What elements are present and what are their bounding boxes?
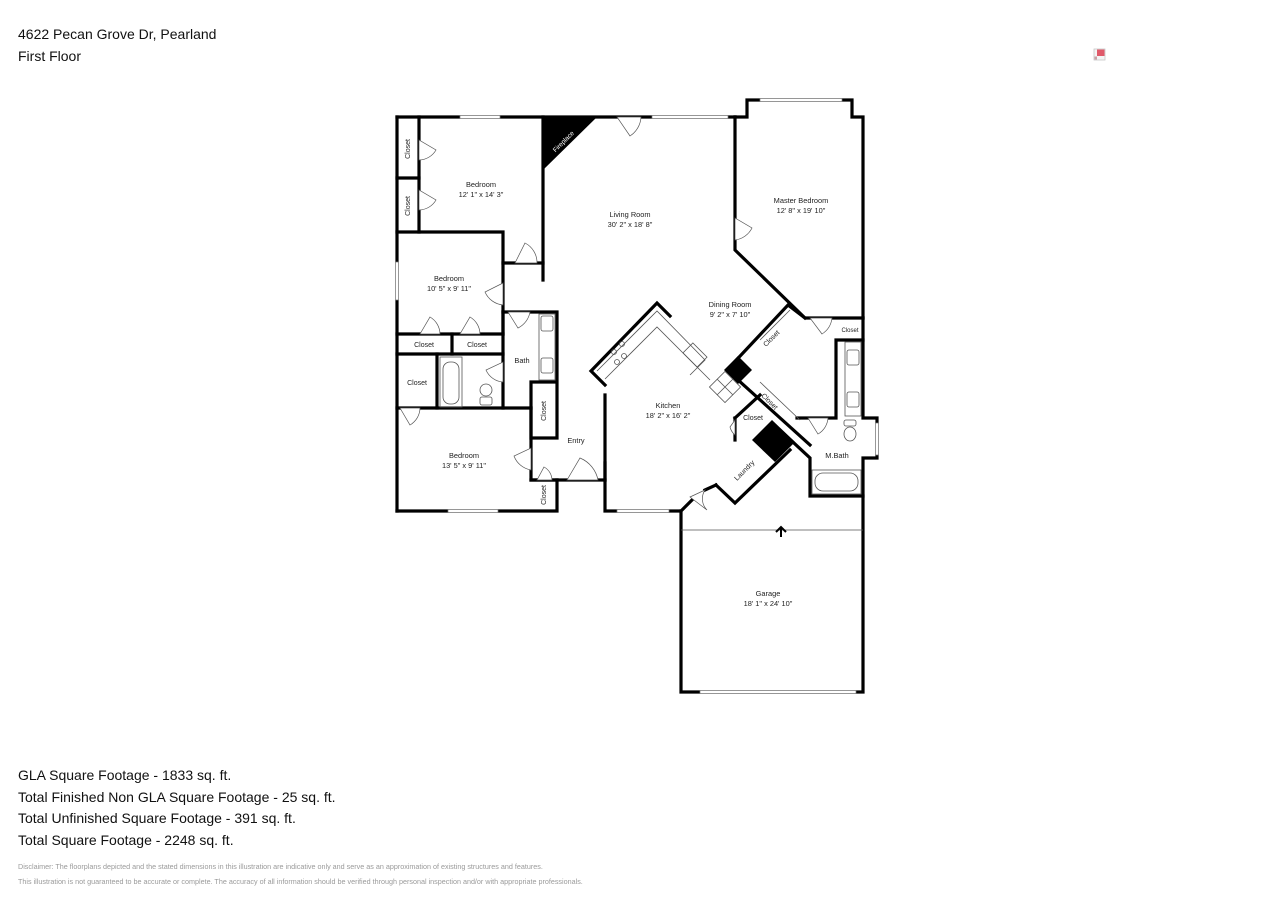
bedroom-w-dims: 10' 5" x 9' 11" [427, 284, 471, 293]
bedroom-sw-dims: 13' 5" x 9' 11" [442, 461, 486, 470]
disclaimer-line-2: This illustration is not guaranteed to b… [18, 877, 583, 886]
closet-label-5: Closet [407, 380, 427, 387]
windows [395, 98, 879, 694]
unfinished-footage: Total Unfinished Square Footage - 391 sq… [18, 810, 296, 827]
total-footage: Total Square Footage - 2248 sq. ft. [18, 832, 234, 849]
closet-label-2: Closet [405, 196, 412, 216]
living-room-name: Living Room [609, 210, 650, 219]
kitchen-dims: 18' 2" x 16' 2" [646, 411, 691, 420]
closet-label-1: Closet [405, 139, 412, 159]
closet-label-6: Closet [541, 401, 548, 421]
closet-label-4: Closet [467, 342, 487, 349]
chase-block-south [752, 420, 795, 462]
disclaimer: Disclaimer: The floorplans depicted and … [18, 859, 583, 889]
floor-label: First Floor [18, 48, 81, 64]
disclaimer-line-1: Disclaimer: The floorplans depicted and … [18, 862, 543, 871]
gla-footage: GLA Square Footage - 1833 sq. ft. [18, 767, 232, 783]
laundry-label: Laundry [734, 459, 757, 482]
closet-label-8: Closet [762, 329, 781, 348]
entry-label: Entry [567, 436, 585, 445]
closet-label-3: Closet [414, 342, 434, 349]
dining-room-name: Dining Room [709, 300, 752, 309]
brand-logo-icon [1093, 48, 1106, 61]
chase-block-north [724, 356, 752, 384]
bedroom-w-name: Bedroom [434, 274, 464, 283]
doors [399, 116, 833, 511]
bedroom-sw-name: Bedroom [449, 451, 479, 460]
dining-room-dims: 9' 2" x 7' 10" [710, 310, 751, 319]
bedroom-nw-dims: 12' 1" x 14' 3" [459, 190, 504, 199]
interior-walls [395, 115, 865, 506]
master-bedroom-dims: 12' 8" x 19' 10" [777, 206, 826, 215]
garage-arrow-icon [775, 525, 787, 537]
square-footage-summary: GLA Square Footage - 1833 sq. ft. Total … [18, 765, 336, 852]
bath-label: Bath [514, 356, 529, 365]
fixtures [439, 309, 862, 495]
garage-name: Garage [756, 589, 781, 598]
master-bedroom-name: Master Bedroom [774, 196, 829, 205]
closet-label-7: Closet [541, 485, 548, 505]
living-room-dims: 30' 2" x 18' 8" [608, 220, 653, 229]
closet-label-10: Closet [743, 415, 763, 422]
closet-label-11: Closet [841, 328, 858, 334]
garage-dims: 18' 1" x 24' 10" [744, 599, 793, 608]
kitchen-name: Kitchen [656, 401, 681, 410]
fireplace-block [543, 117, 597, 170]
property-address: 4622 Pecan Grove Dr, Pearland [18, 26, 217, 42]
non-gla-footage: Total Finished Non GLA Square Footage - … [18, 788, 336, 805]
bedroom-nw-name: Bedroom [466, 180, 496, 189]
master-bath-label: M.Bath [825, 451, 848, 460]
